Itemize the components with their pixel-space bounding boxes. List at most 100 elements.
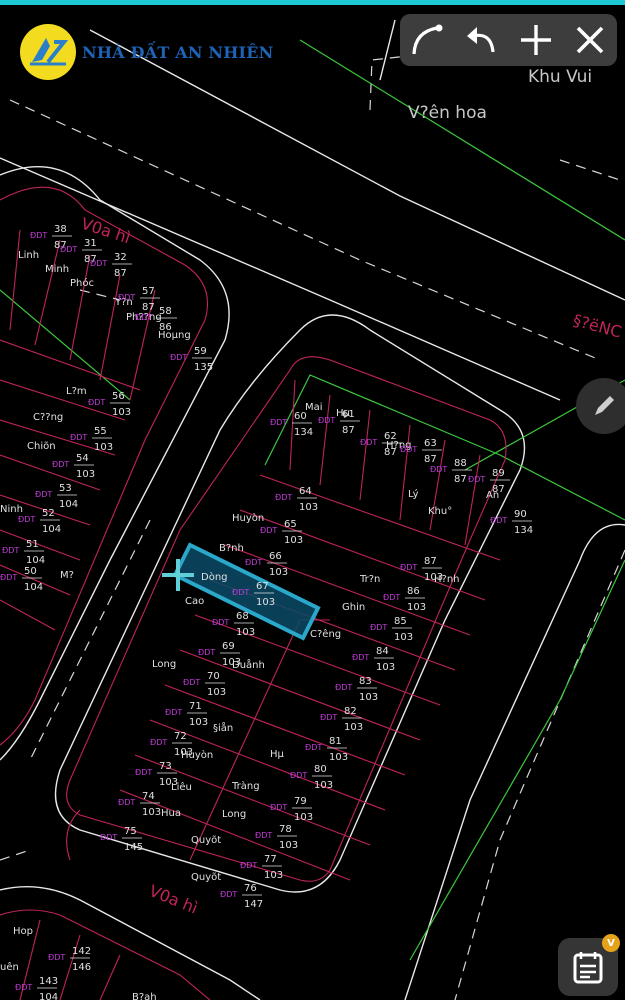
lot-type: ĐDT bbox=[260, 526, 277, 535]
owner-name-label: Ghin bbox=[342, 602, 365, 613]
lot-area: 103 bbox=[207, 687, 226, 698]
owner-name-label: M? bbox=[60, 570, 74, 581]
lot-area: 103 bbox=[359, 692, 378, 703]
lot-type: ĐDT bbox=[255, 831, 272, 840]
plus-icon bbox=[520, 25, 551, 55]
lot-area: 104 bbox=[24, 582, 43, 593]
lot-type: ĐDT bbox=[170, 353, 187, 362]
lot-type: ĐDT bbox=[245, 558, 262, 567]
pen-button[interactable] bbox=[576, 378, 625, 434]
lot-number: 142 bbox=[72, 946, 91, 957]
lot-type: ĐDT bbox=[88, 398, 105, 407]
lot-type: ĐDT bbox=[370, 623, 387, 632]
lot-type: ĐDT bbox=[270, 418, 287, 427]
lot-type: ĐDT bbox=[70, 433, 87, 442]
owner-name-label: Quyõt bbox=[191, 835, 221, 846]
owner-name-label: Long bbox=[222, 809, 246, 820]
lot-number: 50 bbox=[24, 566, 37, 577]
lot-area: 103 bbox=[189, 717, 208, 728]
owner-name-label: Huyòn bbox=[232, 512, 264, 524]
lot-number: 70 bbox=[207, 671, 220, 682]
lot-number: 66 bbox=[269, 551, 282, 562]
undo-icon bbox=[467, 27, 495, 53]
drawing-toolbar bbox=[400, 14, 617, 66]
lot-number: 52 bbox=[42, 508, 55, 519]
lot-area: 134 bbox=[514, 525, 533, 536]
lot-type: ĐDT bbox=[60, 245, 77, 254]
lot-area: 87 bbox=[454, 474, 467, 485]
lot-number: 59 bbox=[194, 346, 207, 357]
curve-button[interactable] bbox=[406, 19, 448, 61]
lot-number: 87 bbox=[424, 556, 437, 567]
lot-number: 73 bbox=[159, 761, 172, 772]
owner-name-label: B?ah bbox=[132, 992, 157, 1000]
lot-number: 85 bbox=[394, 616, 407, 627]
lot-number: 75 bbox=[124, 826, 137, 837]
owner-name-label: H?ng bbox=[386, 440, 412, 451]
owner-name-label: Long bbox=[152, 659, 176, 670]
close-button[interactable] bbox=[569, 19, 611, 61]
undo-button[interactable] bbox=[460, 19, 502, 61]
road-edges bbox=[0, 19, 625, 1000]
owner-name-label: Minh bbox=[45, 264, 69, 275]
lot-number: 67 bbox=[256, 581, 269, 592]
lot-area: 103 bbox=[269, 567, 288, 578]
street-label: §?ëNC bbox=[571, 311, 624, 342]
lot-number: 61 bbox=[342, 409, 355, 420]
lot-number: 90 bbox=[514, 509, 527, 520]
lot-label[interactable]: ĐDT 66 103 bbox=[245, 551, 288, 578]
lot-type: ĐDT bbox=[490, 516, 507, 525]
lot-label[interactable]: ĐDT 90 134 bbox=[490, 509, 533, 536]
notes-button[interactable]: V bbox=[558, 934, 620, 996]
add-button[interactable] bbox=[515, 19, 557, 61]
lot-type: ĐDT bbox=[150, 738, 167, 747]
lot-type: ĐDT bbox=[18, 515, 35, 524]
lot-type: ĐDT bbox=[100, 833, 117, 842]
